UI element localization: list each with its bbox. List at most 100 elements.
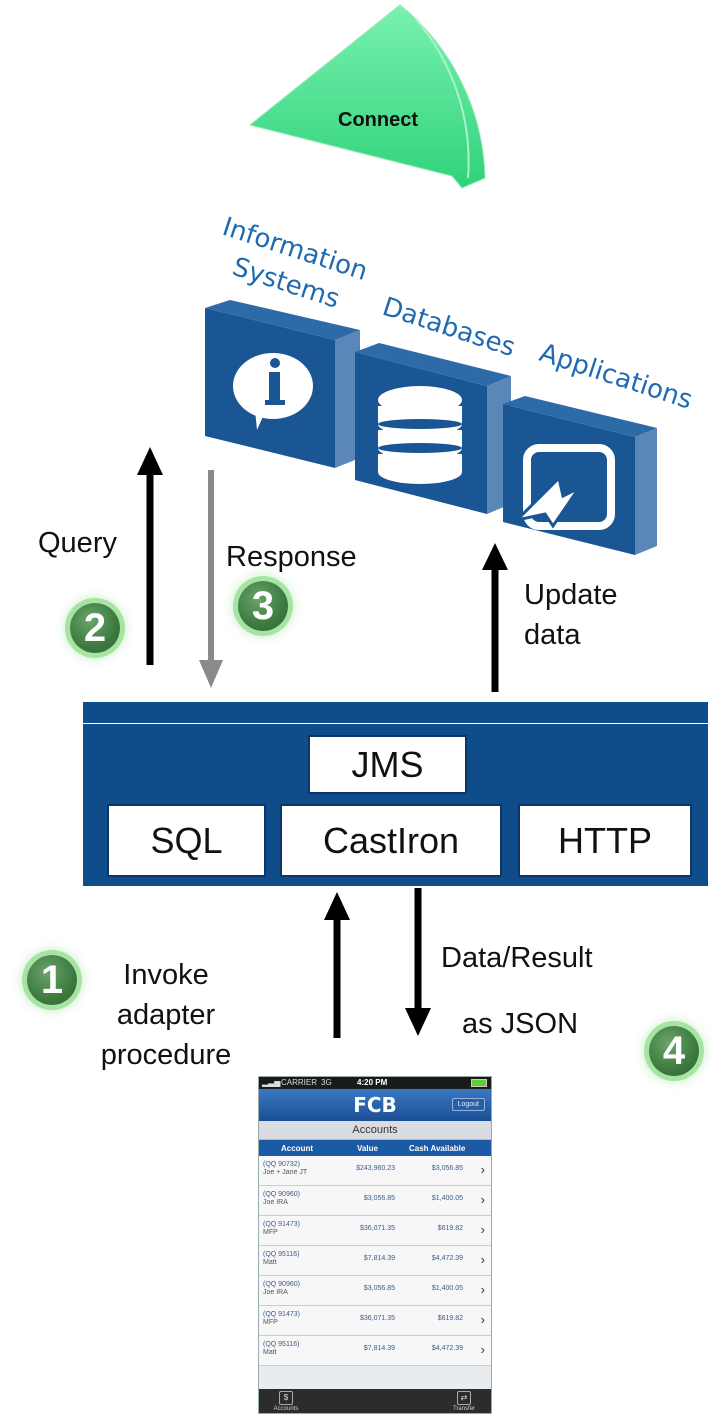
row-account: (QQ 90732)Joe + Jane JT [263,1161,307,1177]
row-account-number: (QQ 90960) [263,1191,300,1198]
tab-transfer-label: Transfer [452,1406,476,1412]
step-4-badge: 4 [649,1026,699,1076]
result-label-1: Data/Result [441,942,593,974]
panel-divider [83,723,708,724]
table-row[interactable]: (QQ 90732)Joe + Jane JT $243,960.23 $3,056… [259,1156,491,1186]
account-list: (QQ 90732)Joe + Jane JT $243,960.23 $3,056… [259,1156,491,1366]
sql-adapter-box: SQL [107,804,266,877]
chevron-right-icon: › [480,1342,485,1357]
row-owner: MFP [263,1229,278,1236]
update-label: Update data [524,575,618,655]
row-cash: $619.82 [437,1225,463,1232]
table-row[interactable]: (QQ 95116)Matt$7,814.39$4,472.39› [259,1246,491,1276]
row-account-number: (QQ 90732) [263,1161,300,1168]
row-value: $243,960.23 [356,1165,395,1172]
query-label: Query [38,527,117,559]
accounts-title: Accounts [259,1121,491,1140]
row-owner: Joe IRA [263,1289,288,1296]
invoke-label-line3: procedure [100,1039,232,1071]
castiron-adapter-box: CastIron [280,804,502,877]
cursor-window-icon [512,444,615,530]
column-cash: Cash Available [409,1144,466,1153]
transfer-icon: ⇄ [457,1391,471,1405]
logout-button[interactable]: Logout [451,1098,485,1111]
time-text: 4:20 PM [357,1078,388,1087]
tab-bar: $ Accounts ⇄ Transfer [259,1389,491,1413]
row-owner: Matt [263,1349,277,1356]
invoke-label-line2: adapter [116,999,216,1031]
application-cube [503,396,657,555]
update-label-line2: data [524,619,581,651]
connect-label: Connect [338,109,418,131]
battery-icon [471,1079,487,1087]
step-2-badge: 2 [70,603,120,653]
table-row[interactable]: (QQ 95116)Matt $7,814.39 $4,472.39 › [259,1336,491,1366]
jms-adapter-box: JMS [308,735,467,794]
query-arrow [137,447,163,665]
connect-shape [250,4,486,189]
column-account: Account [281,1144,313,1153]
status-bar: ▂▃▅ CARRIER 3G 4:20 PM [259,1077,491,1089]
information-cube [205,300,360,468]
row-account: (QQ 90960)Joe IRA [263,1281,300,1297]
row-cash: $4,472.39 [431,1345,463,1352]
row-account: (QQ 91473)MFP [263,1221,300,1237]
step-1-badge: 1 [27,955,77,1005]
chevron-right-icon: › [480,1252,485,1267]
row-account-number: (QQ 95116) [263,1341,300,1348]
step-3-badge: 3 [238,581,288,631]
tab-accounts[interactable]: $ Accounts [261,1391,311,1412]
row-account-number: (QQ 95116) [263,1251,300,1258]
table-row[interactable]: (QQ 91473)MFP $36,071.35 $619.82 › [259,1306,491,1336]
tab-accounts-label: Accounts [273,1406,299,1412]
row-value: $36,071.35 [359,1225,395,1232]
row-owner: MFP [263,1319,278,1326]
signal-icon: ▂▃▅ [262,1078,281,1087]
row-account-number: (QQ 91473) [263,1221,300,1228]
dollar-icon: $ [279,1391,293,1405]
table-row[interactable]: (QQ 90960)Joe IRA$3,056.85$1,400.05› [259,1186,491,1216]
column-value: Value [357,1144,378,1153]
row-cash: $1,400.05 [431,1285,463,1292]
row-owner: Joe IRA [263,1199,288,1206]
row-value: $3,056.85 [363,1285,395,1292]
result-label-2: as JSON [462,1008,579,1040]
row-cash: $619.82 [437,1315,463,1322]
chevron-right-icon: › [480,1282,485,1297]
table-row[interactable]: (QQ 91473)MFP $36,071.35 $619.82 › [259,1216,491,1246]
update-data-arrow [482,543,508,692]
row-account-number: (QQ 91473) [263,1311,300,1318]
update-label-line1: Update [524,579,618,611]
row-owner: Joe + Jane JT [263,1169,308,1176]
row-account-number: (QQ 90960) [263,1281,300,1288]
row-value: $36,071.35 [359,1315,395,1322]
row-account: (QQ 90960)Joe IRA [263,1191,300,1207]
info-icon [233,353,313,430]
mobile-app-screenshot: ▂▃▅ CARRIER 3G 4:20 PM FCB Logout Accoun… [258,1076,492,1414]
row-value: $7,814.39 [363,1255,395,1262]
table-row[interactable]: (QQ 90960)Joe IRA $3,056.85 $1,400.05 › [259,1276,491,1306]
chevron-right-icon: › [480,1162,485,1177]
row-owner: Matt [263,1259,277,1266]
database-icon [378,386,462,484]
invoke-label: Invoke adapter procedure [86,955,246,1075]
brand-title: FCB [353,1093,397,1117]
column-header: Account Value Cash Available [259,1140,491,1156]
row-value: $3,056.85 [363,1195,395,1202]
row-account: (QQ 95116)Matt [263,1341,299,1357]
response-label: Response [226,541,357,573]
row-account: (QQ 95116)Matt [263,1251,299,1267]
row-cash: $1,400.05 [431,1195,463,1202]
chevron-right-icon: › [480,1222,485,1237]
systems-cubes [205,300,657,555]
network-text: 3G [321,1078,332,1087]
tab-transfer[interactable]: ⇄ Transfer [439,1391,489,1412]
carrier-text: CARRIER [281,1078,318,1087]
result-arrow [405,888,431,1036]
invoke-arrow [324,892,350,1038]
row-value: $7,814.39 [363,1345,395,1352]
chevron-right-icon: › [480,1312,485,1327]
row-cash: $3,056.85 [431,1165,463,1172]
invoke-label-line1: Invoke [123,959,209,991]
